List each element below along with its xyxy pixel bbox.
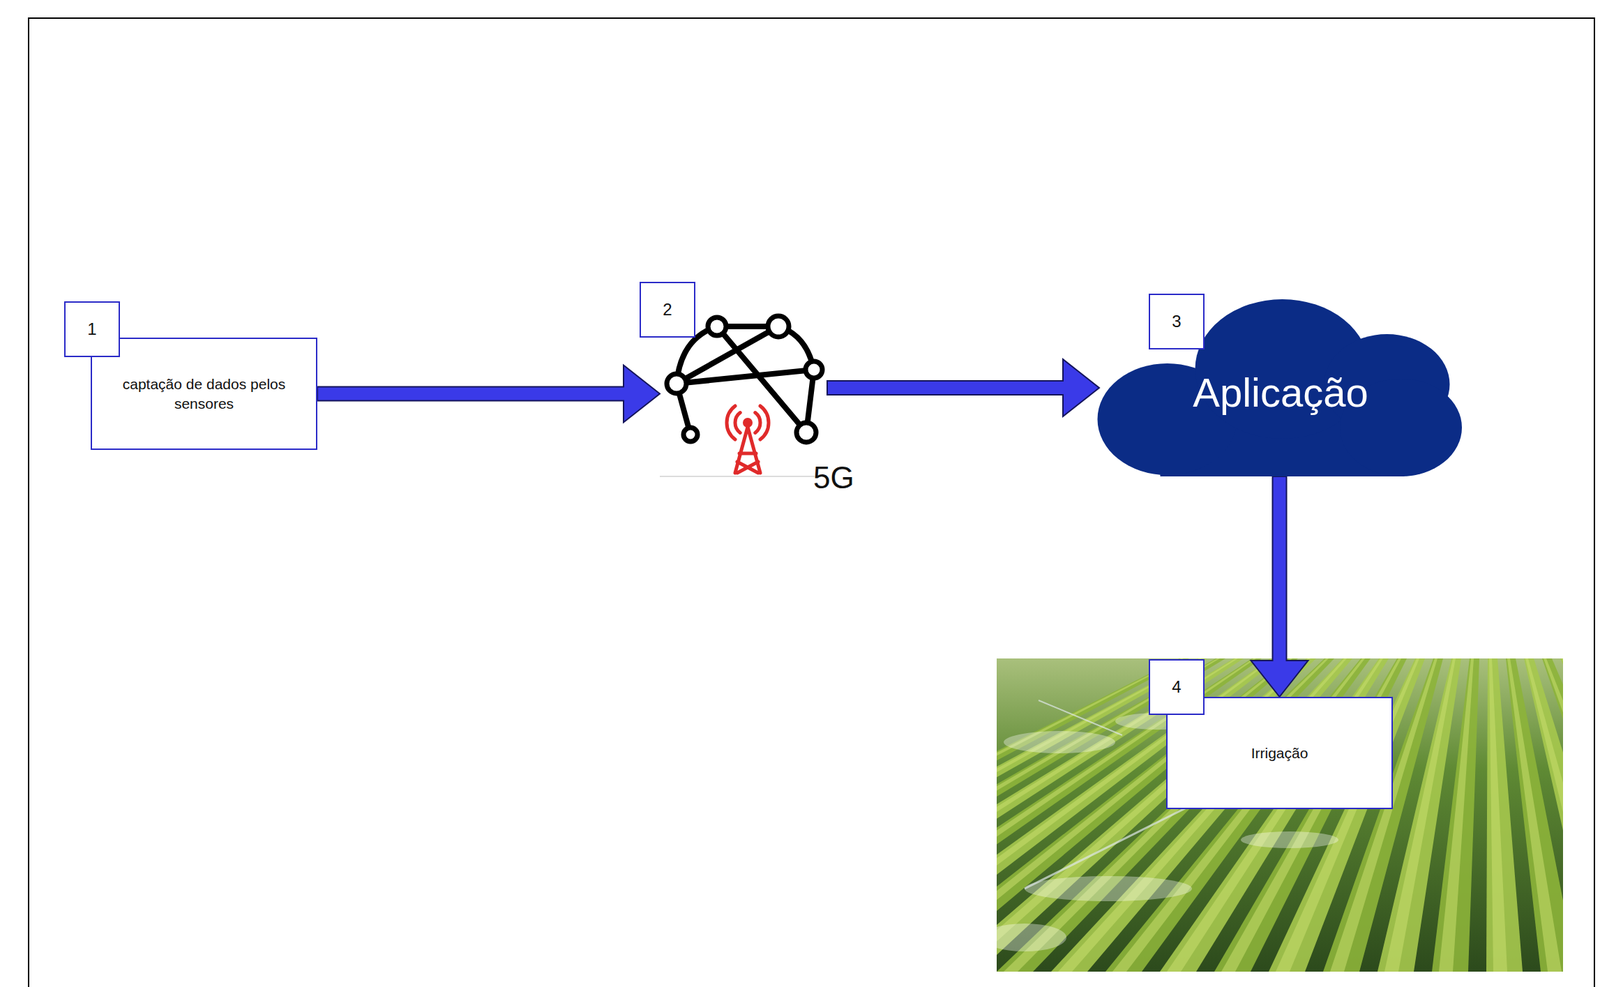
- node-text: Irrigação: [1251, 743, 1309, 763]
- block-arrow: [1251, 476, 1309, 697]
- block-arrow: [827, 359, 1100, 417]
- process-box: captação de dados pelos sensores: [90, 337, 318, 450]
- block-arrow: [317, 365, 660, 423]
- callout-number: 1: [64, 301, 120, 358]
- node-text: Aplicação: [1099, 368, 1462, 416]
- node-text: captação de dados pelos sensores: [120, 374, 289, 413]
- callout-number: 4: [1148, 659, 1205, 715]
- callout-number: 3: [1148, 293, 1205, 350]
- callout-number: 2: [639, 281, 696, 338]
- network-label: 5G: [813, 460, 855, 496]
